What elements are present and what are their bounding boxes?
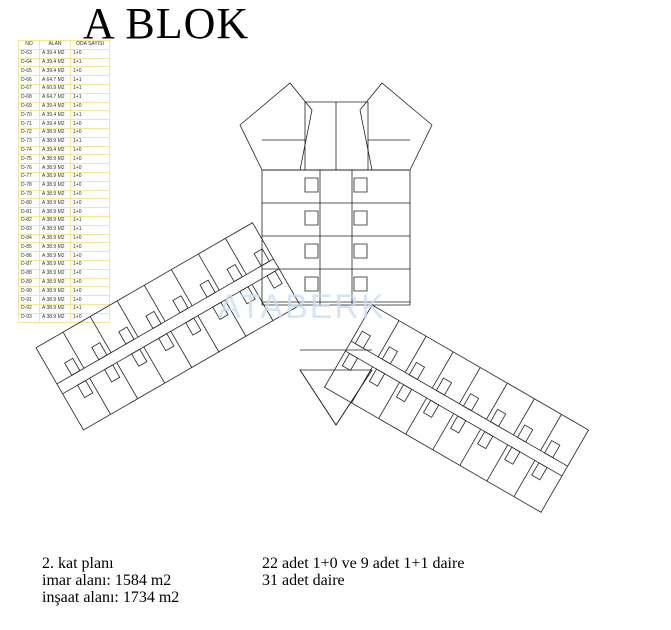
right-wing-bathroom [341, 352, 359, 371]
right-wing-unit-wall [486, 382, 508, 420]
core-bathroom [304, 243, 319, 259]
right-wing-unit-wall [405, 397, 427, 435]
right-wing-unit-wall [378, 382, 400, 419]
court-line [299, 369, 337, 426]
right-wing-bathroom [368, 368, 386, 387]
right-wing-bathroom [435, 377, 453, 396]
left-wing-bathroom [145, 310, 162, 330]
cell-oda-sayisi: 1+0 [70, 312, 110, 323]
left-wing-unit-wall [225, 238, 247, 275]
right-wing-bathroom [504, 446, 521, 465]
right-wing-unit-wall [459, 428, 482, 466]
unit-breakdown: 22 adet 1+0 ve 9 adet 1+1 daire [262, 555, 465, 572]
right-wing-bathroom [516, 424, 534, 443]
watermark: ATABERK [218, 288, 386, 326]
left-wing-unit-wall [143, 346, 166, 384]
right-wing-bathroom [462, 393, 480, 412]
right-wing-bathroom [354, 330, 371, 349]
court-line [335, 369, 373, 426]
left-wing-unit-wall [62, 331, 85, 369]
left-wing-unit-wall [89, 377, 111, 415]
right-wing-bathroom [489, 408, 507, 427]
core-bathroom [304, 177, 319, 193]
right-wing-unit-wall [431, 351, 454, 389]
left-wing-unit-wall [143, 285, 166, 322]
core-outline [261, 169, 411, 306]
left-wing-bathroom [131, 348, 148, 367]
right-wing-bathroom [422, 399, 440, 418]
core-bathroom [304, 276, 319, 292]
left-wing-unit-wall [89, 316, 112, 353]
left-wing-bathroom [103, 364, 121, 383]
page-title: A BLOK [83, 0, 250, 48]
right-wing-bathroom [477, 430, 494, 450]
left-wing-bathroom [266, 270, 283, 289]
left-wing-bathroom [226, 264, 243, 283]
left-wing-bathroom [253, 248, 270, 267]
core-bathroom [353, 210, 368, 226]
left-wing-bathroom [64, 357, 81, 376]
right-wing-unit-wall [432, 413, 454, 450]
left-wing-unit-wall [197, 315, 220, 353]
core-bathroom [353, 243, 368, 259]
left-wing-bathroom [239, 286, 256, 305]
floor-label: 2. kat planı [42, 555, 114, 572]
right-wing-unit-wall [459, 367, 481, 404]
left-wing-bathroom [76, 379, 94, 399]
left-wing-unit-wall [170, 331, 193, 368]
left-wing-bathroom [199, 279, 216, 298]
top-right-unit [359, 82, 433, 171]
left-wing-unit-wall [251, 284, 274, 321]
top-core [304, 101, 369, 171]
right-wing-bathroom [381, 346, 399, 365]
left-wing-bathroom [212, 301, 229, 320]
core-bathroom [304, 210, 319, 226]
left-wing-unit-wall [116, 362, 138, 399]
plan-info-right: 22 adet 1+0 ve 9 adet 1+1 daire 31 adet … [262, 555, 464, 589]
core-bathroom [353, 177, 368, 193]
right-wing-outline [323, 304, 590, 513]
left-wing-outline [35, 222, 301, 431]
left-wing-unit-wall [116, 300, 139, 338]
left-wing-unit-wall [198, 253, 220, 291]
left-wing-bathroom [158, 333, 175, 352]
construction-area: inşaat alanı: 1734 m2 [42, 589, 180, 606]
right-wing-unit-wall [404, 336, 427, 373]
left-wing-unit-wall [170, 269, 193, 307]
right-wing-unit-wall [540, 414, 562, 451]
plan-info-left: 2. kat planı imar alanı: 1584 m2 inşaat … [42, 555, 179, 606]
left-wing-bathroom [172, 295, 189, 314]
left-wing-bathroom [118, 326, 135, 345]
right-wing-unit-wall [377, 320, 400, 358]
right-wing-bathroom [531, 462, 548, 481]
left-wing-bathroom [185, 317, 202, 336]
right-wing-unit-wall [513, 398, 535, 436]
left-wing-bathroom [91, 342, 108, 361]
right-wing-bathroom [408, 361, 426, 381]
right-wing-unit-wall [513, 460, 536, 497]
right-wing-bathroom [395, 384, 413, 403]
left-wing-unit-wall [224, 299, 247, 337]
top-left-unit [239, 82, 313, 171]
zoning-area: imar alanı: 1584 m2 [42, 572, 172, 589]
right-wing-bathroom [450, 415, 467, 434]
center-court [299, 369, 373, 426]
unit-total: 31 adet daire [262, 572, 345, 589]
right-wing-unit-wall [486, 444, 509, 482]
core-bathroom [353, 276, 368, 292]
right-wing-bathroom [544, 440, 561, 459]
